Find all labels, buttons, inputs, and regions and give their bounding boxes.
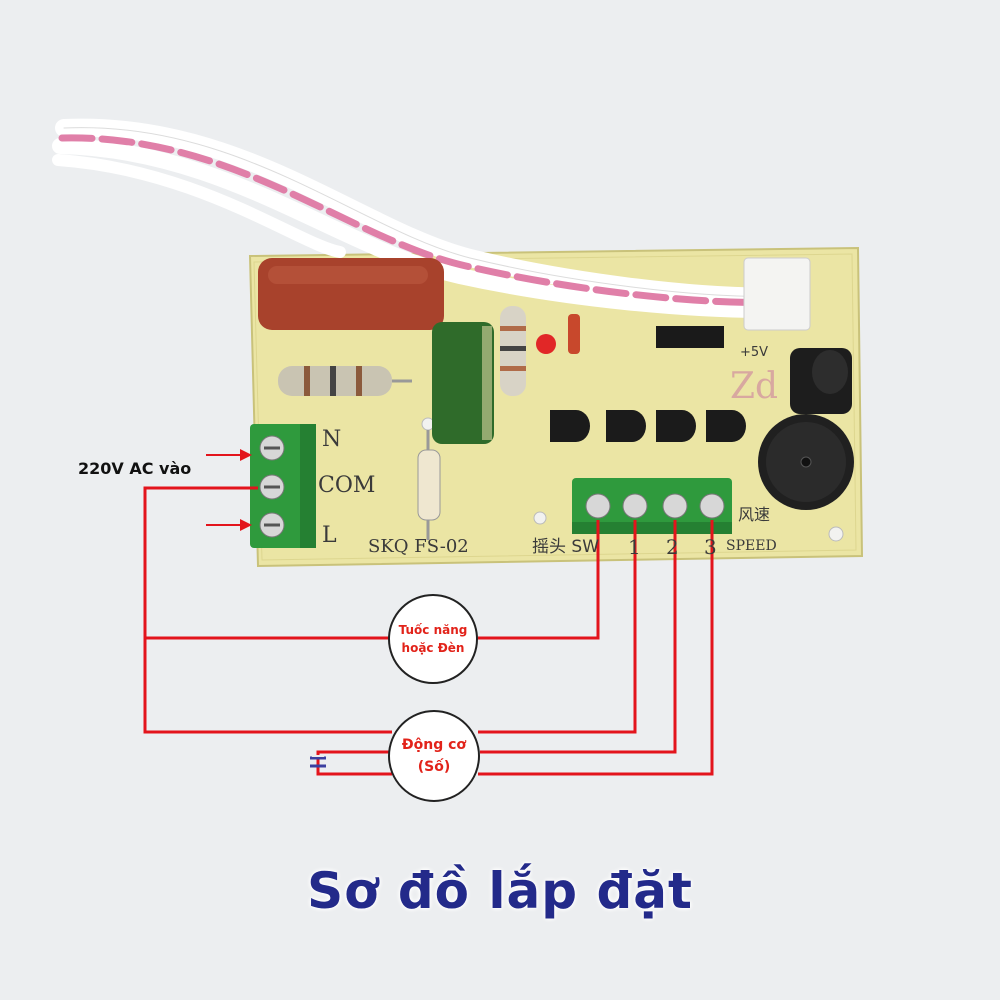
resistor (500, 306, 526, 396)
small-capacitor (790, 348, 852, 414)
resistor (278, 366, 412, 396)
diode (568, 314, 580, 354)
output-terminal-block[interactable] (572, 478, 732, 534)
fan-light-line2: hoặc Đèn (401, 641, 465, 655)
com-wire-motor (143, 638, 392, 734)
com-wire (143, 486, 395, 640)
input-label: 220V AC vào (78, 459, 192, 478)
run-capacitor-symbol (310, 756, 326, 768)
terminal-label-n: N (322, 427, 341, 452)
ribbon-cable (52, 118, 800, 319)
board-model: SKQ FS-02 (368, 536, 469, 557)
electrolytic-capacitor (432, 322, 494, 444)
board-logo: Zd (730, 366, 778, 407)
page-title: Sơ đồ lắp đặt (307, 862, 693, 920)
transistor (606, 410, 646, 442)
fan-light-load: Tuốc năng hoặc Đèn (388, 594, 478, 684)
motor-line1: Động cơ (401, 737, 467, 753)
speed-label: SPEED (726, 538, 777, 554)
mounting-hole (533, 511, 547, 525)
transistor (550, 410, 590, 442)
wiring (143, 486, 714, 776)
terminal-label-com: COM (318, 473, 375, 498)
sw-label: 摇头 SW (532, 537, 599, 557)
motor-load: Động cơ (Số) (388, 710, 480, 802)
transistor (706, 410, 746, 442)
terminal-screw[interactable] (585, 493, 611, 519)
terminal-screw[interactable] (699, 493, 725, 519)
transistor-array (550, 410, 746, 442)
mounting-hole (828, 526, 844, 542)
terminal-screw[interactable] (622, 493, 648, 519)
buzzer (758, 414, 854, 510)
motor-line2: (Số) (417, 759, 451, 775)
terminal-screw[interactable] (662, 493, 688, 519)
speed3-wire (478, 520, 714, 776)
input-arrow (206, 519, 252, 531)
header-connector (656, 257, 811, 348)
speed-num-1: 1 (628, 535, 641, 559)
sw-wire (478, 520, 600, 640)
input-terminal-block[interactable] (250, 424, 316, 548)
speed-label-cn: 风速 (738, 505, 770, 524)
speed-num-3: 3 (704, 535, 717, 559)
speed1-wire (478, 520, 637, 734)
voltage-label: +5V (740, 345, 768, 360)
input-arrow (206, 449, 252, 461)
led (536, 334, 556, 354)
capacitor-wire (316, 750, 395, 776)
fan-light-line1: Tuốc năng (398, 623, 468, 637)
speed2-wire (480, 520, 677, 754)
speed-num-2: 2 (666, 535, 679, 559)
transistor (656, 410, 696, 442)
terminal-label-l: L (322, 523, 337, 548)
fuse (417, 430, 441, 540)
